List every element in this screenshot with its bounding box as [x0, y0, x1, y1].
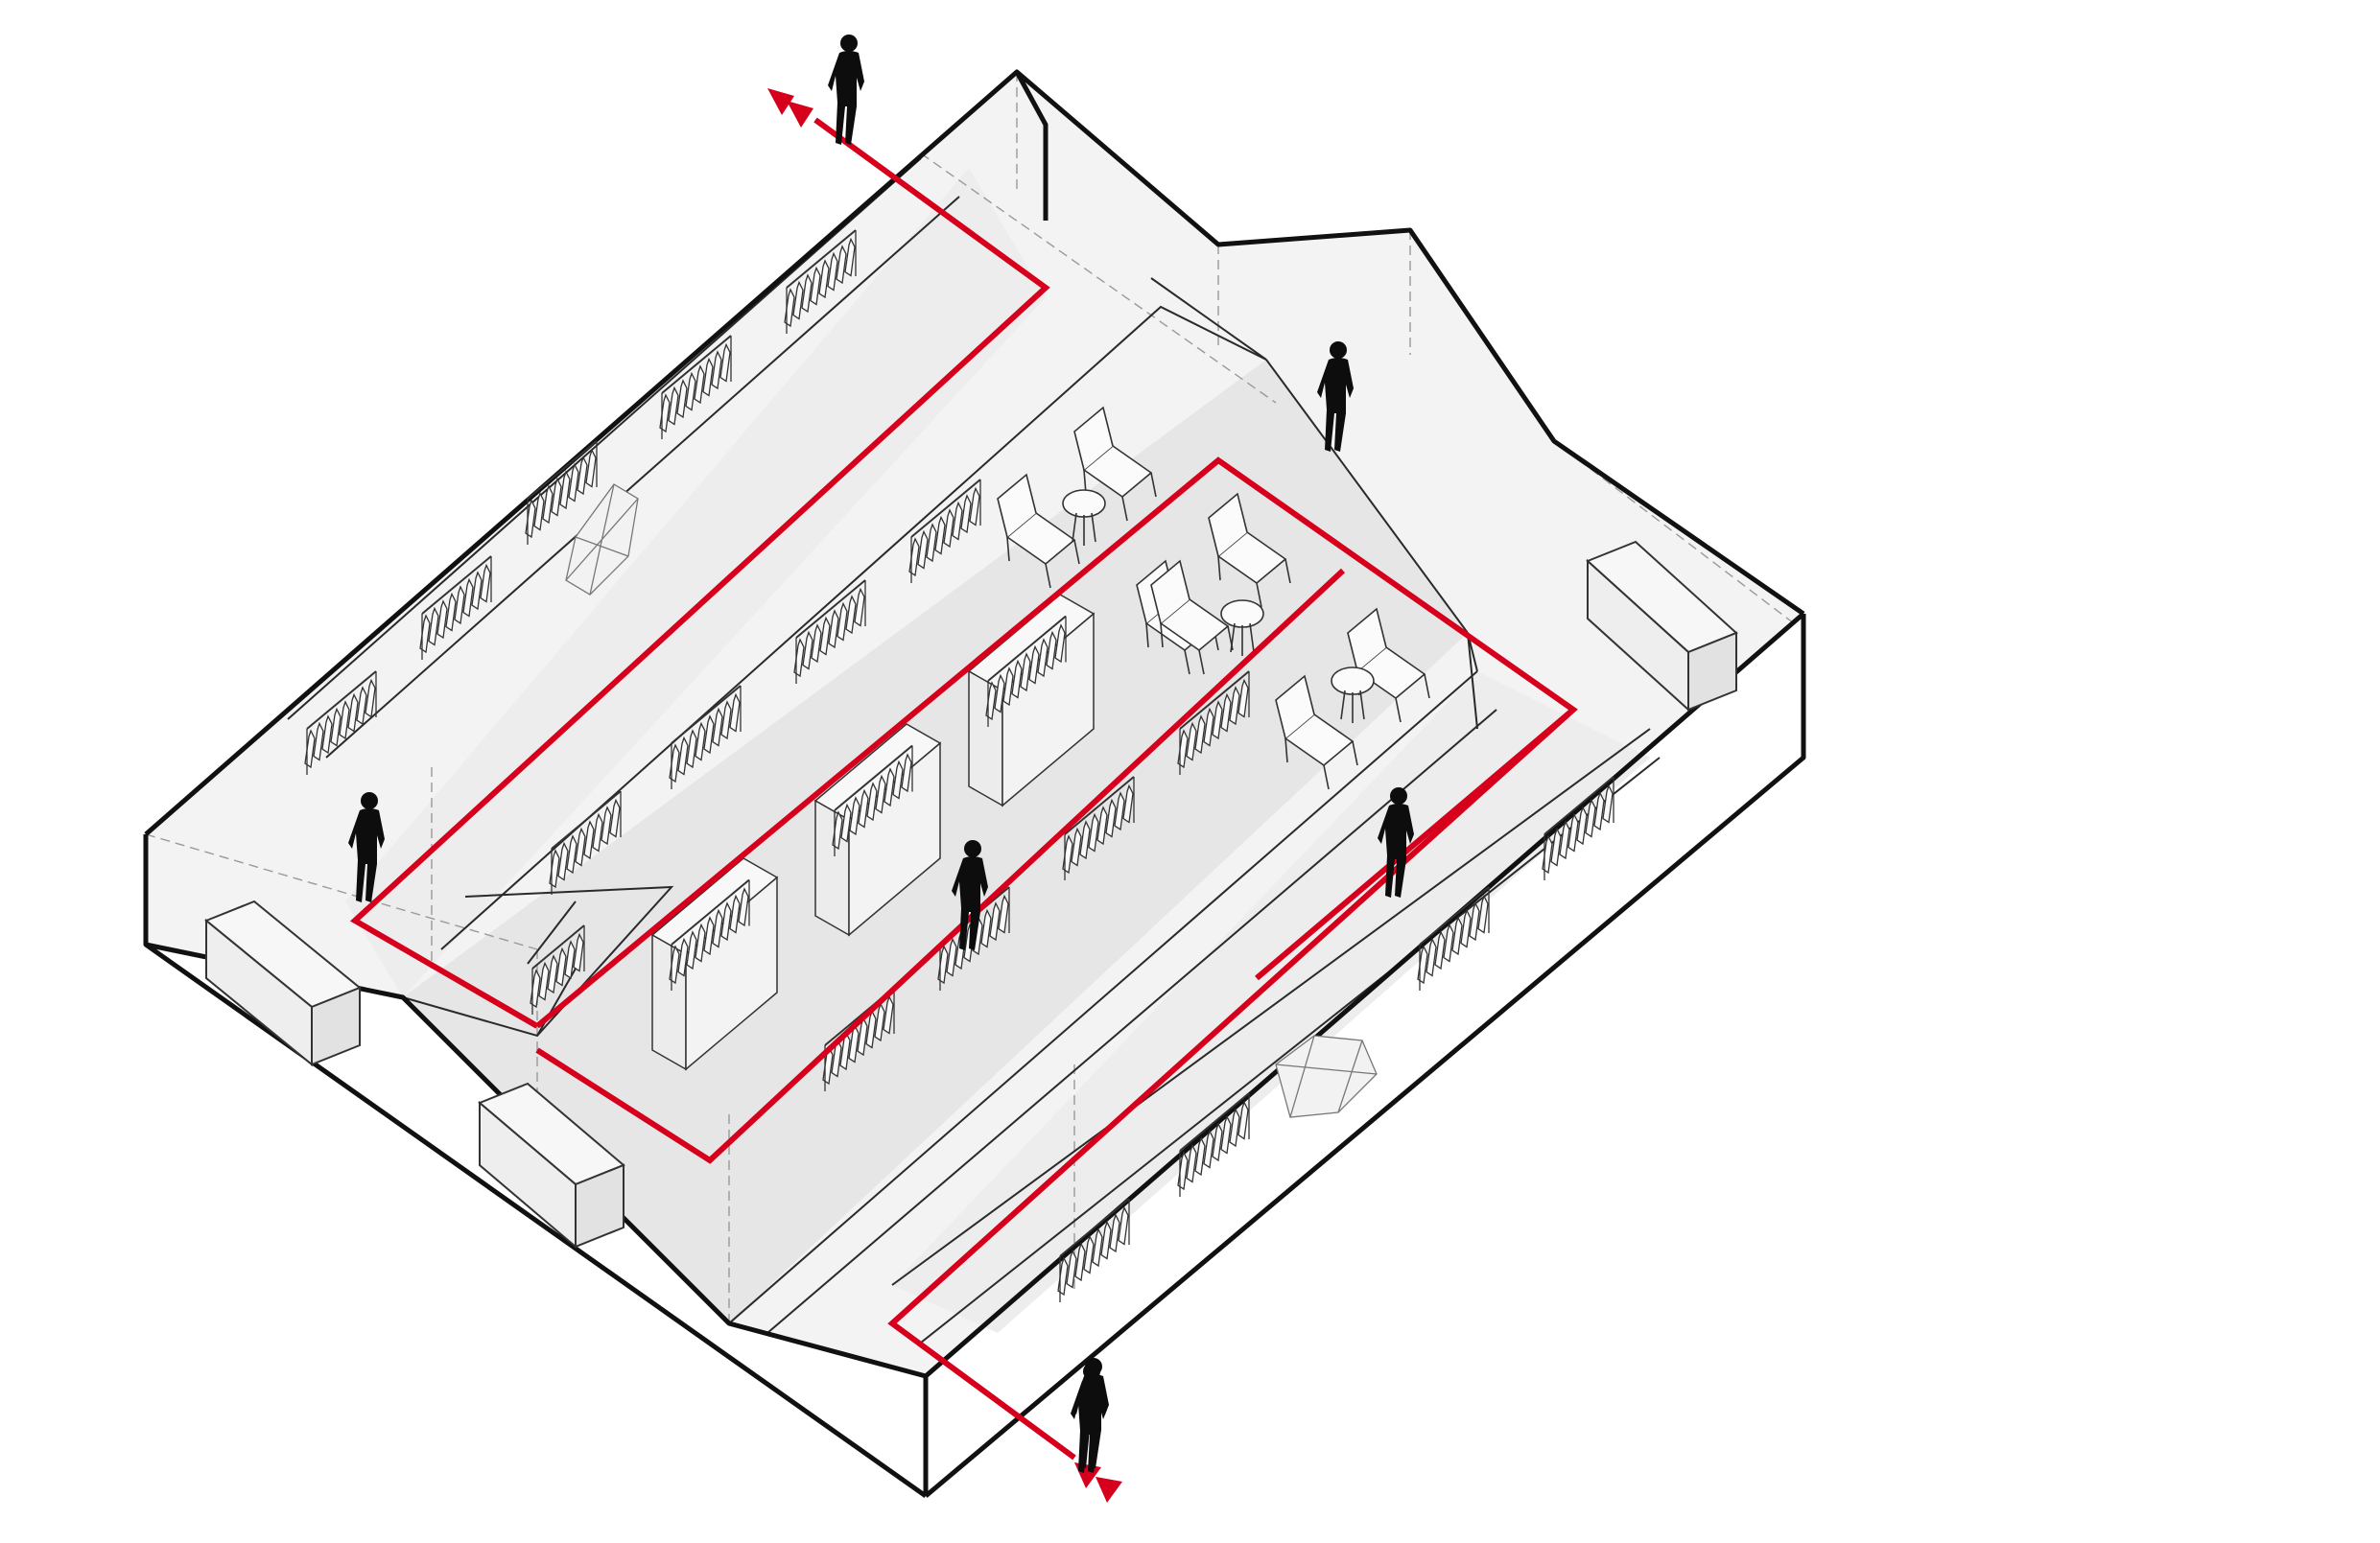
- display-table: [650, 857, 779, 1071]
- clothing-rack: [822, 987, 895, 1091]
- person-silhouette: [348, 792, 385, 902]
- side-table: [1331, 666, 1375, 723]
- clothing-rack: [908, 479, 981, 583]
- circulation-path: [349, 117, 1578, 1461]
- counter-right: [1586, 540, 1738, 713]
- display-table: [967, 594, 1096, 807]
- clothing-rack: [659, 335, 732, 439]
- display-tables: [650, 594, 1096, 1071]
- clothing-rack: [669, 685, 742, 789]
- clothing-rack: [304, 670, 377, 775]
- clothing-rack: [1177, 1092, 1250, 1197]
- hidden-lines: [145, 72, 1795, 1323]
- person-silhouette: [1072, 1358, 1109, 1468]
- counters: [204, 540, 1738, 1250]
- left-wing-floor: [345, 168, 1046, 997]
- lounge-chair: [1073, 406, 1157, 522]
- clothing-rack: [549, 790, 622, 895]
- side-table: [1062, 489, 1106, 546]
- entry-arrow: [767, 88, 813, 128]
- clothing-rack: [1417, 886, 1490, 991]
- person-silhouette: [952, 840, 988, 950]
- clothing-rack: [937, 886, 1010, 991]
- clothing-rack: [1542, 776, 1614, 880]
- lounge-chair: [1275, 674, 1358, 790]
- clothing-rack: [1062, 776, 1135, 880]
- sculptures: [565, 483, 1378, 1118]
- path-central-loop: [535, 456, 1578, 1029]
- counter-left-1: [204, 900, 362, 1067]
- people: [348, 35, 1414, 1473]
- counter-left-2: [478, 1082, 625, 1250]
- sculpture-left: [565, 483, 639, 596]
- path-entry-loop: [349, 117, 1050, 1029]
- lounge-chair: [997, 473, 1080, 589]
- clothing-rack: [530, 924, 585, 1015]
- clothing-rack: [1177, 670, 1250, 775]
- lounge-chair: [1150, 559, 1234, 675]
- lounge-area: [997, 406, 1430, 790]
- display-rack: [832, 744, 913, 856]
- person-silhouette: [1317, 341, 1354, 452]
- path-inner-loop: [535, 568, 1346, 1164]
- display-table: [813, 723, 942, 937]
- display-rack: [985, 615, 1067, 727]
- person-silhouette: [1378, 787, 1414, 898]
- side-table: [1220, 599, 1264, 656]
- display-rack: [669, 878, 750, 991]
- clothing-racks: [304, 229, 1614, 1302]
- right-wing-floor: [892, 671, 1650, 1333]
- clothing-rack: [793, 579, 866, 684]
- clothing-rack: [525, 440, 598, 545]
- clothing-rack: [784, 229, 857, 334]
- path-exit-loop: [887, 707, 1576, 1461]
- lounge-chair: [1208, 492, 1291, 608]
- clothing-rack: [1057, 1198, 1130, 1302]
- clothing-rack: [419, 555, 492, 660]
- sculpture-right: [1275, 1035, 1378, 1118]
- person-silhouette: [828, 35, 864, 145]
